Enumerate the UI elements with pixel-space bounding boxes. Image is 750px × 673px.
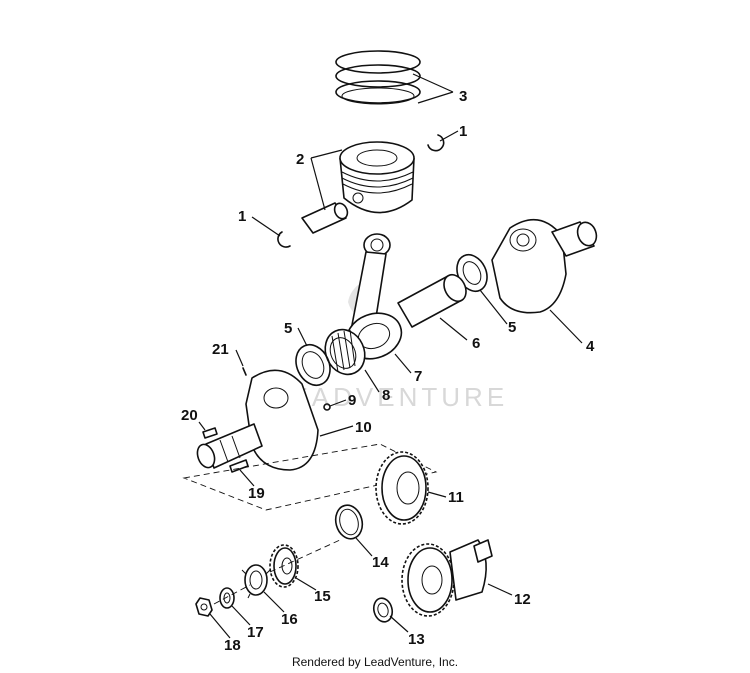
- balancer-shaft: [401, 539, 493, 617]
- callout-11: 11: [448, 489, 464, 506]
- callout-20: 20: [181, 407, 198, 424]
- footer-credit: Rendered by LeadVenture, Inc.: [291, 655, 459, 669]
- callout-labels: 3 1 2 1 4 5 5 6 7 8 9 10 21 20 19 11 12 …: [181, 88, 595, 654]
- callout-13: 13: [408, 631, 425, 648]
- piston-pin: [301, 202, 349, 234]
- piston-rings: [335, 50, 421, 105]
- callout-1-left: 1: [238, 208, 246, 225]
- connecting-rod: [345, 233, 403, 360]
- piston: [339, 141, 415, 214]
- drive-gear: [375, 451, 429, 525]
- callout-19: 19: [248, 485, 265, 502]
- callout-10: 10: [355, 419, 372, 436]
- assembly-outline: [182, 443, 438, 511]
- nut: [195, 597, 213, 617]
- callout-1-right: 1: [459, 123, 467, 140]
- callout-8: 8: [382, 387, 390, 404]
- callout-5-right: 5: [508, 319, 516, 336]
- dowel-pin: [229, 459, 249, 473]
- leader-lines: [198, 73, 583, 639]
- callout-4: 4: [586, 338, 595, 355]
- snap-ring: [334, 504, 364, 540]
- crank-pin: [397, 273, 467, 328]
- callout-12: 12: [514, 591, 531, 608]
- woodruff-key: [202, 427, 218, 439]
- washer: [219, 587, 235, 609]
- thrust-washer-left: [295, 344, 331, 386]
- callout-15: 15: [314, 588, 331, 605]
- lock-washer: [241, 564, 271, 599]
- circlip-right: [427, 134, 445, 152]
- callout-9: 9: [348, 392, 356, 409]
- small-pin: [242, 367, 247, 376]
- callout-2: 2: [296, 151, 304, 168]
- check-ball: [323, 403, 331, 411]
- callout-3: 3: [459, 88, 467, 105]
- needle-bearing: [324, 328, 366, 376]
- callout-6: 6: [472, 335, 480, 352]
- callout-7: 7: [414, 368, 422, 385]
- callout-5-left: 5: [284, 320, 292, 337]
- crankshaft-half-right: [491, 218, 598, 314]
- balancer-washer: [372, 597, 394, 623]
- small-gear: [269, 544, 299, 588]
- callout-14: 14: [372, 554, 389, 571]
- callout-18: 18: [224, 637, 241, 654]
- circlip-left: [277, 231, 291, 248]
- crankshaft-half-left: [196, 369, 319, 471]
- callout-17: 17: [247, 624, 264, 641]
- callout-21: 21: [212, 341, 229, 358]
- callout-16: 16: [281, 611, 298, 628]
